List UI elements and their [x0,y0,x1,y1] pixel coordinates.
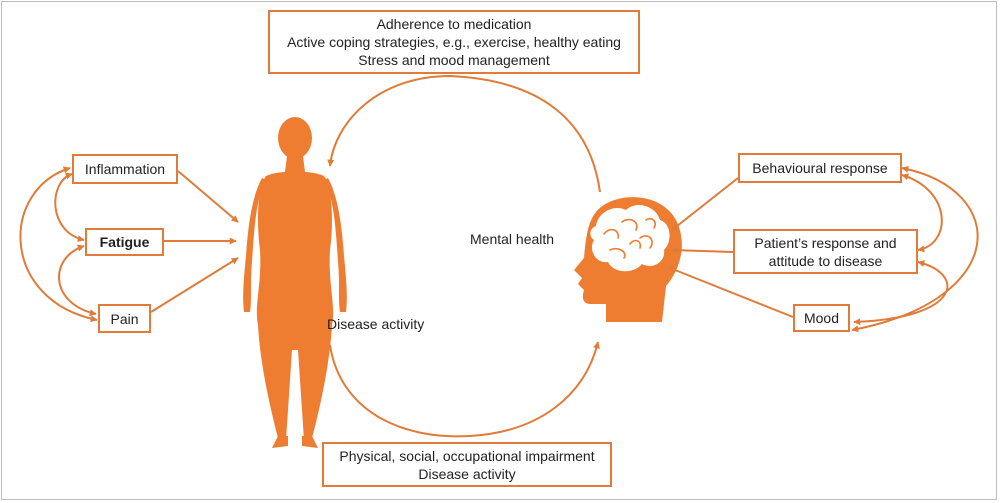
behavioural-response-box: Behavioural response [738,153,902,183]
arrow-fatigue-inflammation-loop [54,172,85,243]
impact-box: Physical, social, occupational impairmen… [322,442,612,487]
interventions-line-1: Adherence to medication [376,16,532,32]
impact-line-2: Disease activity [418,465,516,482]
mood-box: Mood [793,304,850,332]
pain-label: Pain [110,310,139,327]
fatigue-label: Fatigue [99,234,150,250]
arrow-inflammation-to-body [177,170,239,223]
arrow-mood-to-head [669,267,794,318]
cycle-arrow-bottom [329,341,600,438]
attitude-box: Patient’s response and attitude to disea… [733,229,918,274]
interventions-box: Adherence to medication Active coping st… [268,10,640,74]
attitude-line-2: attitude to disease [768,252,883,269]
behavioural-response-label: Behavioural response [752,160,888,176]
inflammation-box: Inflammation [72,154,178,184]
human-body-icon [243,117,347,448]
pain-box: Pain [98,304,151,333]
impact-line-1: Physical, social, occupational impairmen… [339,447,595,464]
interventions-line-3: Stress and mood management [358,52,550,68]
arrow-pain-inflammation-loop [19,166,98,323]
mental-health-label: Mental health [470,231,555,247]
mood-label: Mood [803,310,840,326]
arrow-fatigue-pain-loop [58,244,97,317]
arrow-behavioural-attitude-loop [901,173,943,253]
interventions-line-2: Active coping strategies, e.g., exercise… [287,34,621,50]
arrow-pain-to-body [150,257,239,313]
arrow-behavioural-to-head [671,177,739,231]
inflammation-label: Inflammation [84,161,166,177]
fatigue-box: Fatigue [85,228,164,256]
cycle-arrow-top [327,74,601,193]
head-with-brain-icon [574,197,682,322]
arrow-attitude-to-head [671,246,734,254]
attitude-line-1: Patient’s response and [754,234,897,251]
disease-activity-label: Disease activity [327,316,425,332]
arrow-attitude-mood-loop [853,260,949,326]
